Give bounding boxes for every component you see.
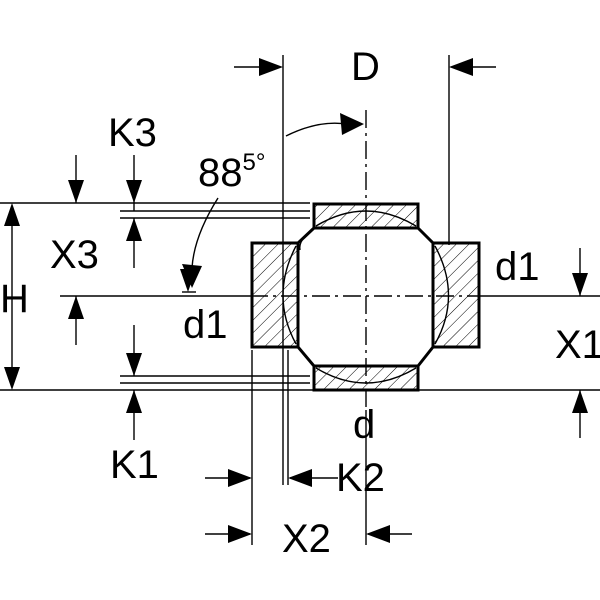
dimension-X3: X3 (50, 218, 142, 345)
label-d1-left: d1 (183, 303, 228, 347)
label-X3: X3 (50, 233, 99, 277)
label-d: d (353, 403, 375, 447)
horizontal-extension-lines (0, 202, 600, 391)
fitting-body (250, 202, 481, 392)
d1-left-leader: d1 (180, 269, 228, 347)
label-D: D (351, 45, 380, 89)
dimension-X1: X1 (555, 248, 600, 438)
dimension-H: H (0, 203, 29, 390)
label-d1-right: d1 (495, 245, 540, 289)
angle-label: 885° (198, 149, 265, 195)
dimension-D: D (234, 45, 496, 89)
dimension-X2: X2 (205, 517, 412, 561)
label-K3: K3 (108, 111, 157, 155)
dimension-K1: K1 (110, 325, 159, 487)
label-H: H (0, 277, 29, 321)
label-X2: X2 (282, 517, 331, 561)
vertical-extension-lines (251, 55, 450, 545)
label-K2: K2 (336, 456, 385, 500)
dimension-K2: K2 (205, 456, 385, 500)
angle-annotation: 885° (182, 113, 364, 288)
label-K1: K1 (110, 443, 159, 487)
label-X1: X1 (555, 323, 600, 367)
dimension-K3: K3 (68, 111, 157, 211)
